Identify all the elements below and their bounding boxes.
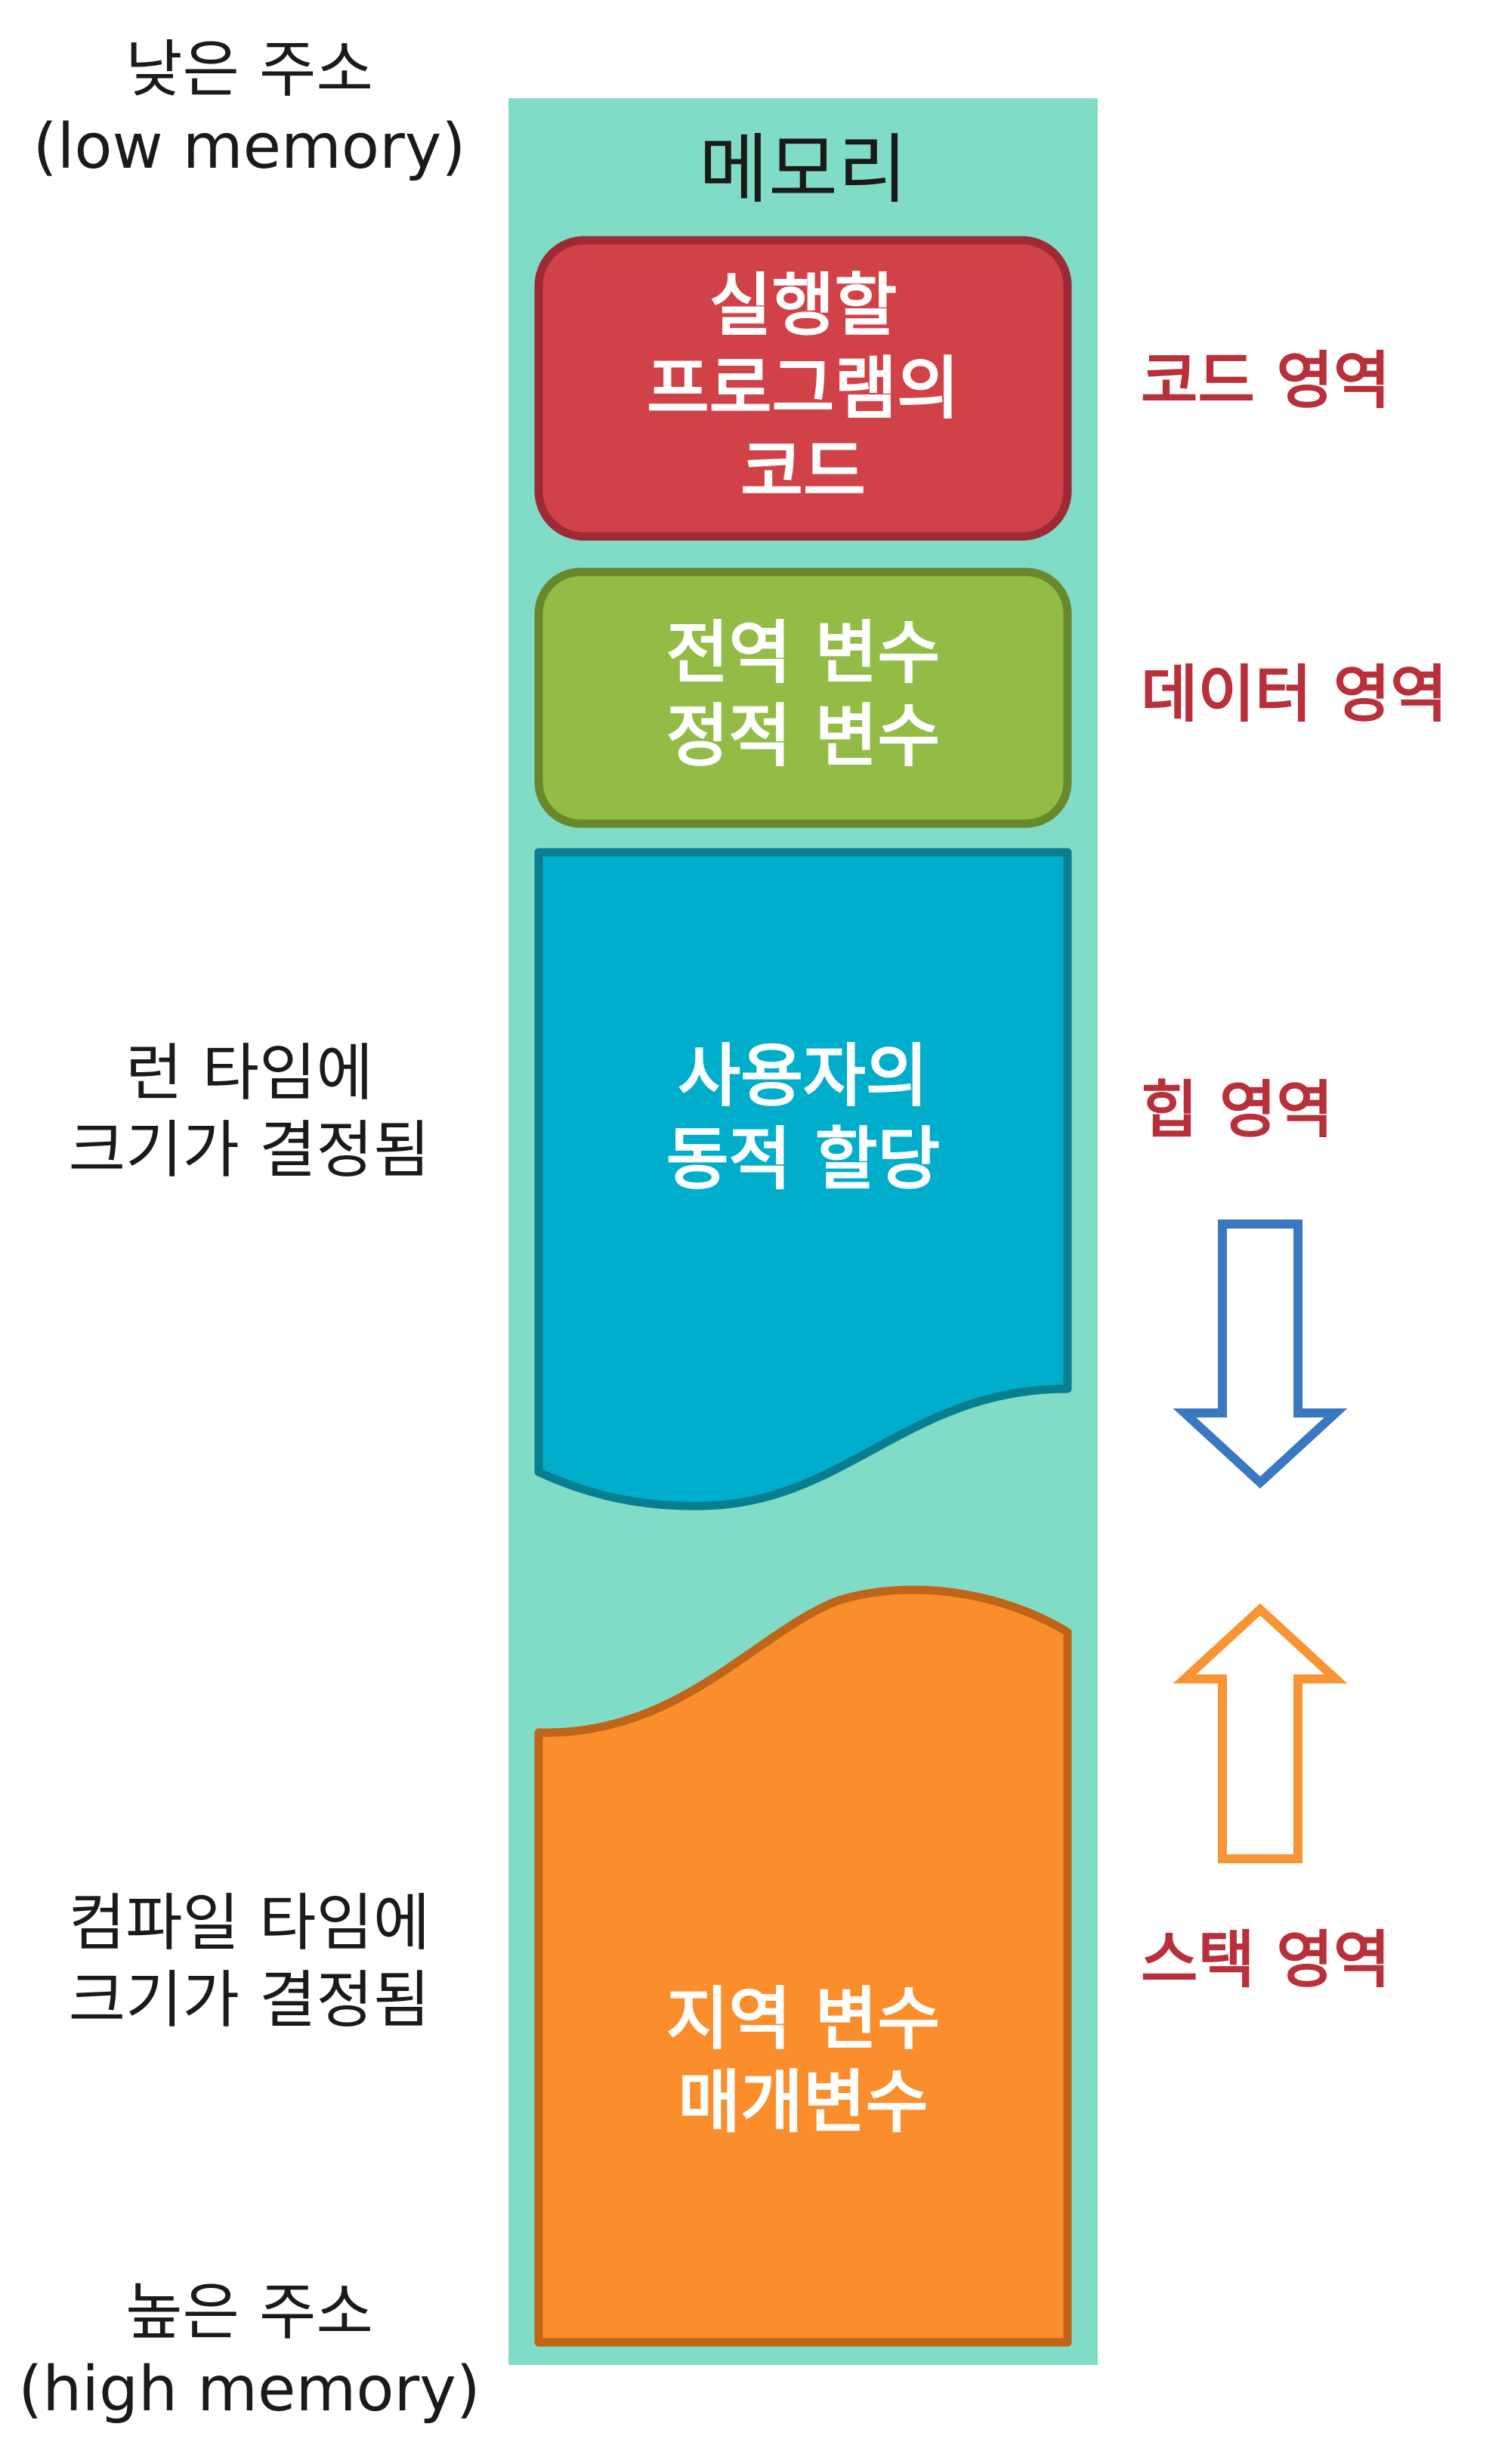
- memory-title: 메모리: [699, 125, 907, 214]
- heap-region-label: 힙 영역: [1141, 1074, 1333, 1146]
- data-region-label: 데이터 영역: [1141, 659, 1448, 731]
- stack-block: [534, 1585, 1072, 2347]
- stack-block-line: 매개변수: [678, 2063, 929, 2142]
- code-block-line: 실행할: [709, 266, 898, 345]
- compile-time-size-line: 크기가 결정됨: [68, 1965, 431, 2036]
- data-block-line: 정적 변수: [666, 697, 941, 776]
- runtime-size-label: 런 타임에 크기가 결정됨: [8, 1035, 491, 1189]
- stack-growth-arrow-icon: [1173, 1603, 1348, 1863]
- heap-block-text: 사용자의 동적 할당: [539, 1035, 1068, 1201]
- heap-block-line: 사용자의: [678, 1037, 929, 1116]
- low-address-line: (low memory): [32, 111, 466, 183]
- data-block-text: 전역 변수 정적 변수: [539, 612, 1068, 778]
- code-region-label: 코드 영역: [1141, 345, 1391, 417]
- heap-block-line: 동적 할당: [666, 1120, 941, 1199]
- heap-block: [534, 848, 1072, 1510]
- high-address-line: 높은 주소: [125, 2277, 373, 2348]
- data-block: [534, 567, 1072, 828]
- stack-region-label: 스택 영역: [1141, 1925, 1391, 1996]
- low-address-line: 낮은 주소: [125, 34, 373, 106]
- code-block-line: 프로그램의: [647, 349, 959, 428]
- compile-time-size-line: 컴파일 타임에: [68, 1887, 431, 1959]
- low-address-label: 낮은 주소 (low memory): [8, 32, 491, 186]
- high-address-line: (high memory): [18, 2354, 480, 2425]
- heap-growth-arrow-icon: [1173, 1220, 1348, 1489]
- code-block-text: 실행할 프로그램의 코드: [539, 264, 1068, 514]
- code-block: [534, 236, 1072, 541]
- code-block-line: 코드: [740, 432, 866, 512]
- stack-block-line: 지역 변수: [666, 1980, 941, 2059]
- high-address-label: 높은 주소 (high memory): [8, 2274, 491, 2428]
- compile-time-size-label: 컴파일 타임에 크기가 결정됨: [8, 1885, 491, 2039]
- runtime-size-line: 런 타임에: [125, 1037, 373, 1109]
- data-block-line: 전역 변수: [666, 614, 941, 693]
- stack-block-text: 지역 변수 매개변수: [539, 1978, 1068, 2144]
- runtime-size-line: 크기가 결정됨: [68, 1115, 431, 1186]
